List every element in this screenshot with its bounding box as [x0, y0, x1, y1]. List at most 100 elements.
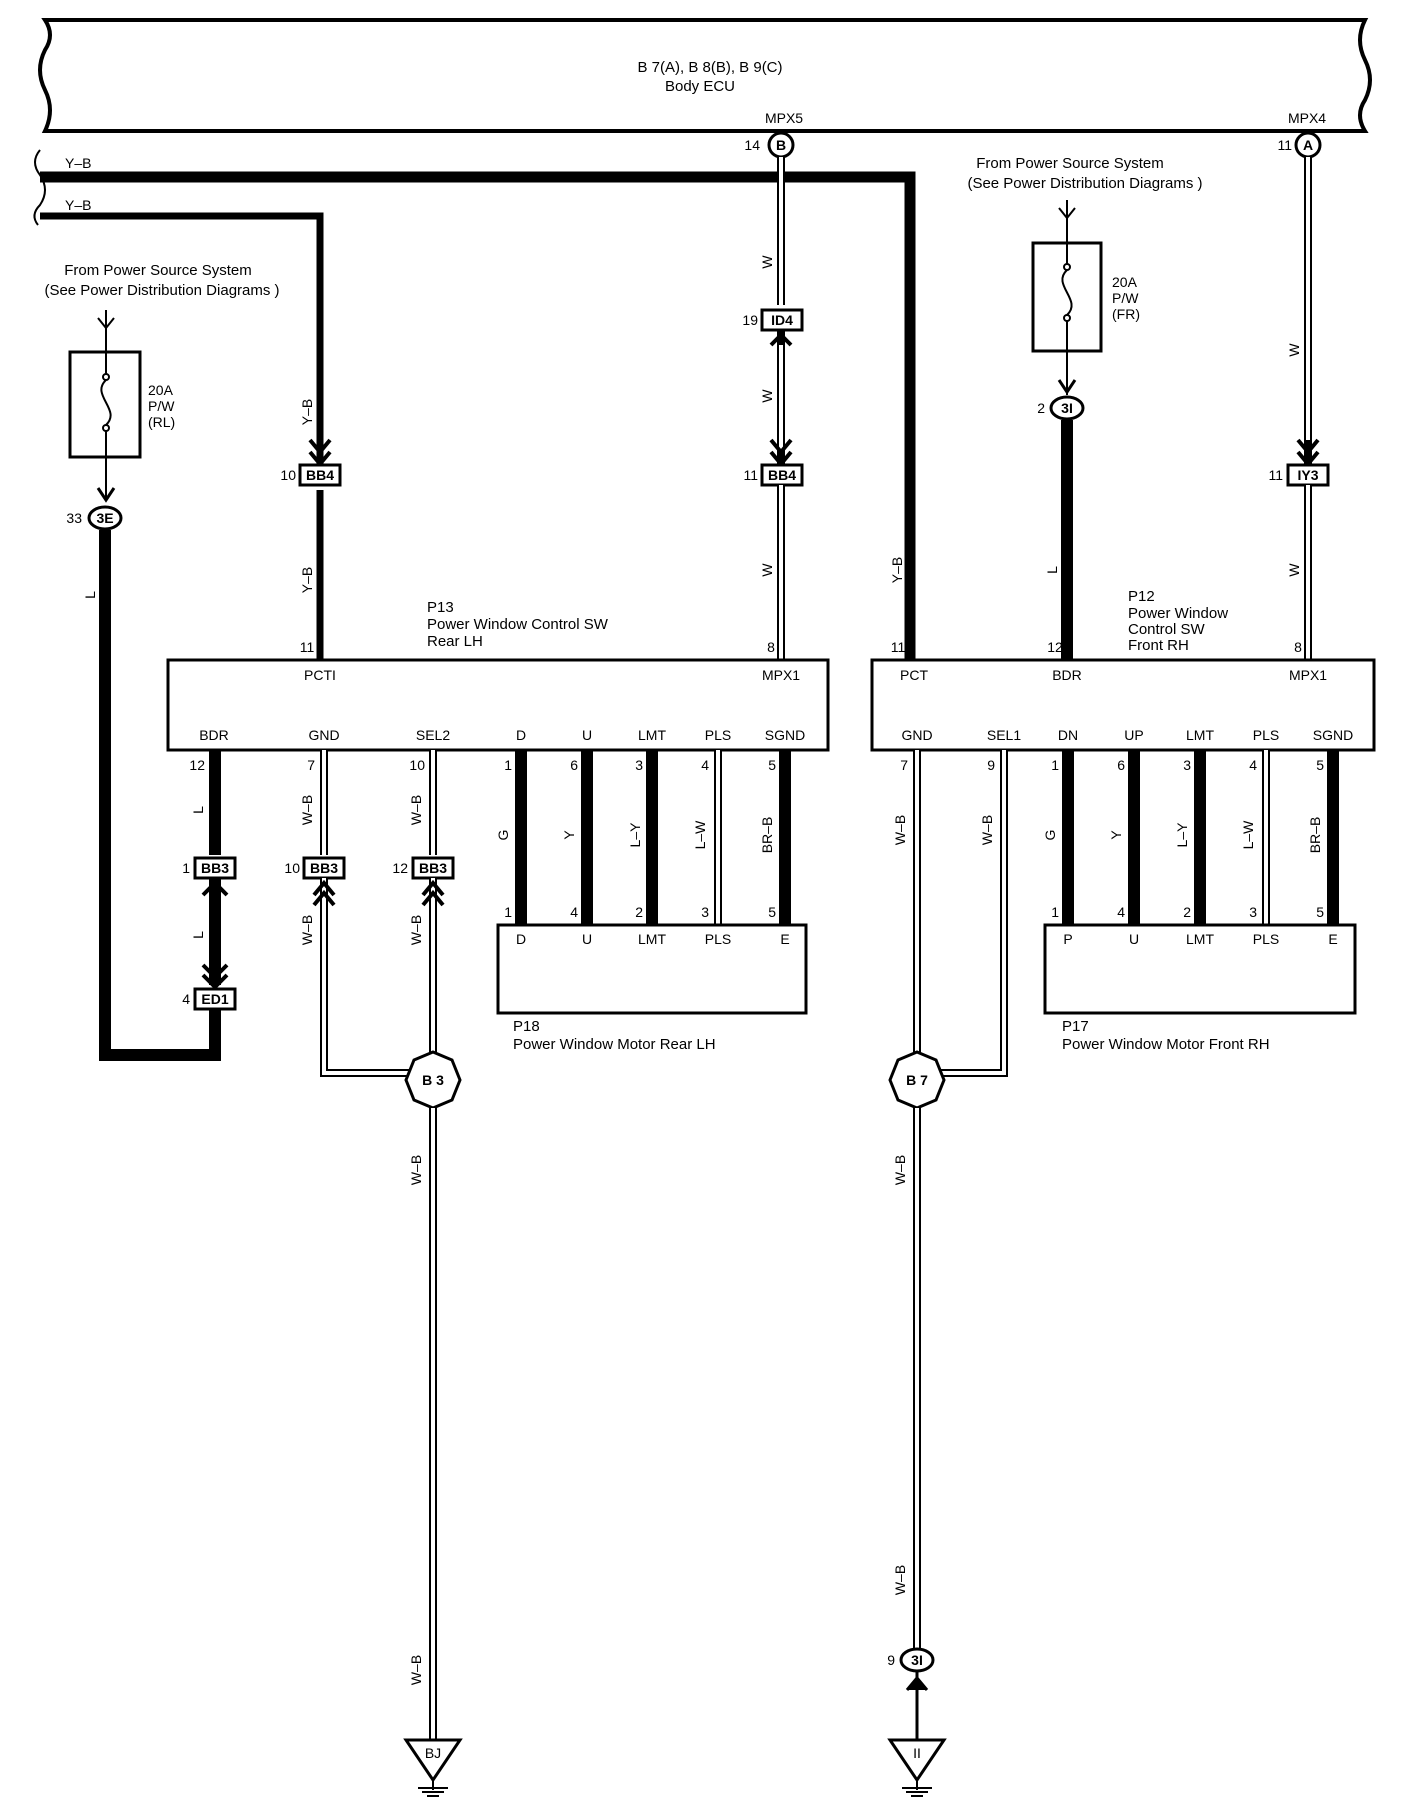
- wire-3i-to-ground: [905, 1671, 929, 1740]
- wire-label-wb-7: W–B: [892, 815, 908, 845]
- p12-pin-gnd-name: GND: [901, 727, 932, 743]
- wire-label-wb-2: W–B: [408, 795, 424, 825]
- p13-pin-bdr-num: 12: [189, 757, 205, 773]
- wire-label-p12-lmt: L–Y: [1174, 822, 1190, 848]
- wire-label-w-4: W: [1286, 343, 1302, 357]
- junction-ed1-label: ED1: [201, 991, 228, 1007]
- p13-pin-sgnd-name: SGND: [765, 727, 805, 743]
- wire-l-left-loop: L: [82, 530, 221, 1061]
- p18-pin-u-name: U: [582, 931, 592, 947]
- junction-3i-top: 2 3I: [1037, 395, 1085, 421]
- wire-label-p12-pls: L–W: [1240, 820, 1256, 850]
- ecu-pin-mpx5: 14 B: [744, 131, 795, 159]
- p18-name: Power Window Motor Rear LH: [513, 1036, 716, 1053]
- wire-yb-second-label: Y–B: [65, 197, 91, 213]
- junction-3i-bottom: 9 3I: [887, 1647, 935, 1673]
- p13-name1: Power Window Control SW: [427, 616, 609, 633]
- wire-w-mpx5: W: [759, 157, 785, 305]
- fuse-fr: 20A P/W (FR): [1031, 241, 1140, 353]
- ecu-connectors: B 7(A), B 8(B), B 9(C): [637, 59, 782, 76]
- power-source-left: From Power Source System (See Power Dist…: [44, 262, 280, 352]
- wire-wb-b7-3i: W–B W–B: [892, 1108, 921, 1648]
- p13-pin-lmt-name: LMT: [638, 727, 666, 743]
- wire-label-wb-8: W–B: [979, 815, 995, 845]
- p13-top-pin-mpx1-name: MPX1: [762, 667, 800, 683]
- junction-3e-pin: 33: [66, 510, 82, 526]
- junction-b7: B 7: [888, 1050, 946, 1110]
- p18-pin-d-num: 1: [504, 904, 512, 920]
- wire-yb-pcti: Y–B Y–B Y–B: [299, 399, 905, 660]
- junction-bb3-c-pin: 12: [392, 860, 408, 876]
- junction-bb3-c: 12 BB3: [392, 856, 455, 880]
- p12-top-pin-mpx1-name: MPX1: [1289, 667, 1327, 683]
- p13-name2: Rear LH: [427, 633, 483, 650]
- wire-w-mpx1-p13: W: [759, 485, 785, 660]
- fuse-rl: 20A P/W (RL): [68, 350, 175, 459]
- wire-break-mark: [33, 149, 46, 226]
- wire-label-wb-9: W–B: [892, 1155, 908, 1185]
- junction-bb4-left-label: BB4: [306, 467, 334, 483]
- fuse-fr-loc: (FR): [1112, 306, 1140, 322]
- wire-label-l-right: L: [1044, 566, 1060, 574]
- p13-pin-d-num: 1: [504, 757, 512, 773]
- fuse-fr-name: P/W: [1112, 290, 1139, 306]
- wire-label-w-1: W: [759, 255, 775, 269]
- wire-w-mpx1-p12: W: [1286, 485, 1312, 660]
- p13-switch: P13 Power Window Control SW Rear LH 11 P…: [166, 599, 830, 752]
- p12-name1: Power Window: [1128, 605, 1228, 622]
- p18-pin-e-num: 5: [768, 904, 776, 920]
- junction-ed1: 4 ED1: [182, 987, 237, 1011]
- p13-pin-numbers: 12 7 10 1 6 3 4 5: [189, 757, 776, 773]
- p12-pin-dn-name: DN: [1058, 727, 1078, 743]
- ground-bj: BJ: [403, 1738, 463, 1797]
- p13-id: P13: [427, 599, 454, 616]
- ecu-pin-mpx5-conn: B: [776, 137, 786, 153]
- wire-wb-sel1-p12: W–B: [917, 750, 1008, 1077]
- p12-pin-pls-num: 4: [1249, 757, 1257, 773]
- p17-pin-p-num: 1: [1051, 904, 1059, 920]
- p12-pin-up-name: UP: [1124, 727, 1143, 743]
- p12-name2: Control SW: [1128, 621, 1206, 638]
- junction-id4-pin: 19: [742, 312, 758, 328]
- junction-bb3-b-pin: 10: [284, 860, 300, 876]
- ground-bj-label: BJ: [425, 1745, 441, 1761]
- power-source-right: From Power Source System (See Power Dist…: [967, 155, 1203, 243]
- p17-motor: 1 4 2 3 5 P U LMT PLS E P17 Power Window…: [1043, 904, 1357, 1053]
- p13-top-pin-pcti-num: 11: [300, 639, 315, 655]
- wires-p13-p18: G Y L–Y L–W BR–B: [495, 750, 791, 925]
- power-source-right-line1: From Power Source System: [976, 155, 1164, 172]
- p12-top-pin-pct-name: PCT: [900, 667, 928, 683]
- p12-pin-sel1-num: 9: [987, 757, 995, 773]
- wire-label-l-left: L: [82, 591, 98, 599]
- p17-pin-lmt-num: 2: [1183, 904, 1191, 920]
- p17-pin-lmt-name: LMT: [1186, 931, 1214, 947]
- p13-pin-u-name: U: [582, 727, 592, 743]
- junction-bb4-left-pin: 10: [280, 467, 296, 483]
- wire-w-id4-bb4: W: [759, 330, 793, 468]
- p18-motor: 1 4 2 3 5 D U LMT PLS E P18 Power Window…: [496, 904, 808, 1053]
- junction-bb3-c-label: BB3: [419, 860, 447, 876]
- wire-label-yb-3: Y–B: [889, 557, 905, 583]
- junction-bb3-a: 1 BB3: [182, 856, 237, 880]
- wire-fuse-fr-to-3i: [1057, 351, 1077, 395]
- p13-top-pin-pcti-name: PCTI: [304, 667, 336, 683]
- junction-id4-label: ID4: [771, 312, 793, 328]
- p12-pin-pls-name: PLS: [1253, 727, 1279, 743]
- wire-label-p12-up: Y: [1108, 830, 1124, 840]
- p12-pin-sgnd-num: 5: [1316, 757, 1324, 773]
- wire-label-p13-lmt: L–Y: [627, 822, 643, 848]
- p17-pin-pls-num: 3: [1249, 904, 1257, 920]
- wire-yb-top: Y–B: [40, 155, 916, 660]
- p12-name3: Front RH: [1128, 637, 1189, 654]
- p18-pin-d-name: D: [516, 931, 526, 947]
- ground-ii-label: II: [913, 1745, 921, 1761]
- p18-pin-pls-name: PLS: [705, 931, 731, 947]
- wire-label-l-bb3: L: [190, 931, 206, 939]
- fuse-rl-loc: (RL): [148, 414, 175, 430]
- p17-pin-u-num: 4: [1117, 904, 1125, 920]
- ecu-pin-mpx4-name: MPX4: [1288, 110, 1326, 126]
- wire-label-w-5: W: [1286, 563, 1302, 577]
- wire-l-bdr-p13: L: [190, 750, 221, 855]
- junction-bb4-left: 10 BB4: [280, 463, 342, 487]
- p12-pin-sgnd-name: SGND: [1313, 727, 1353, 743]
